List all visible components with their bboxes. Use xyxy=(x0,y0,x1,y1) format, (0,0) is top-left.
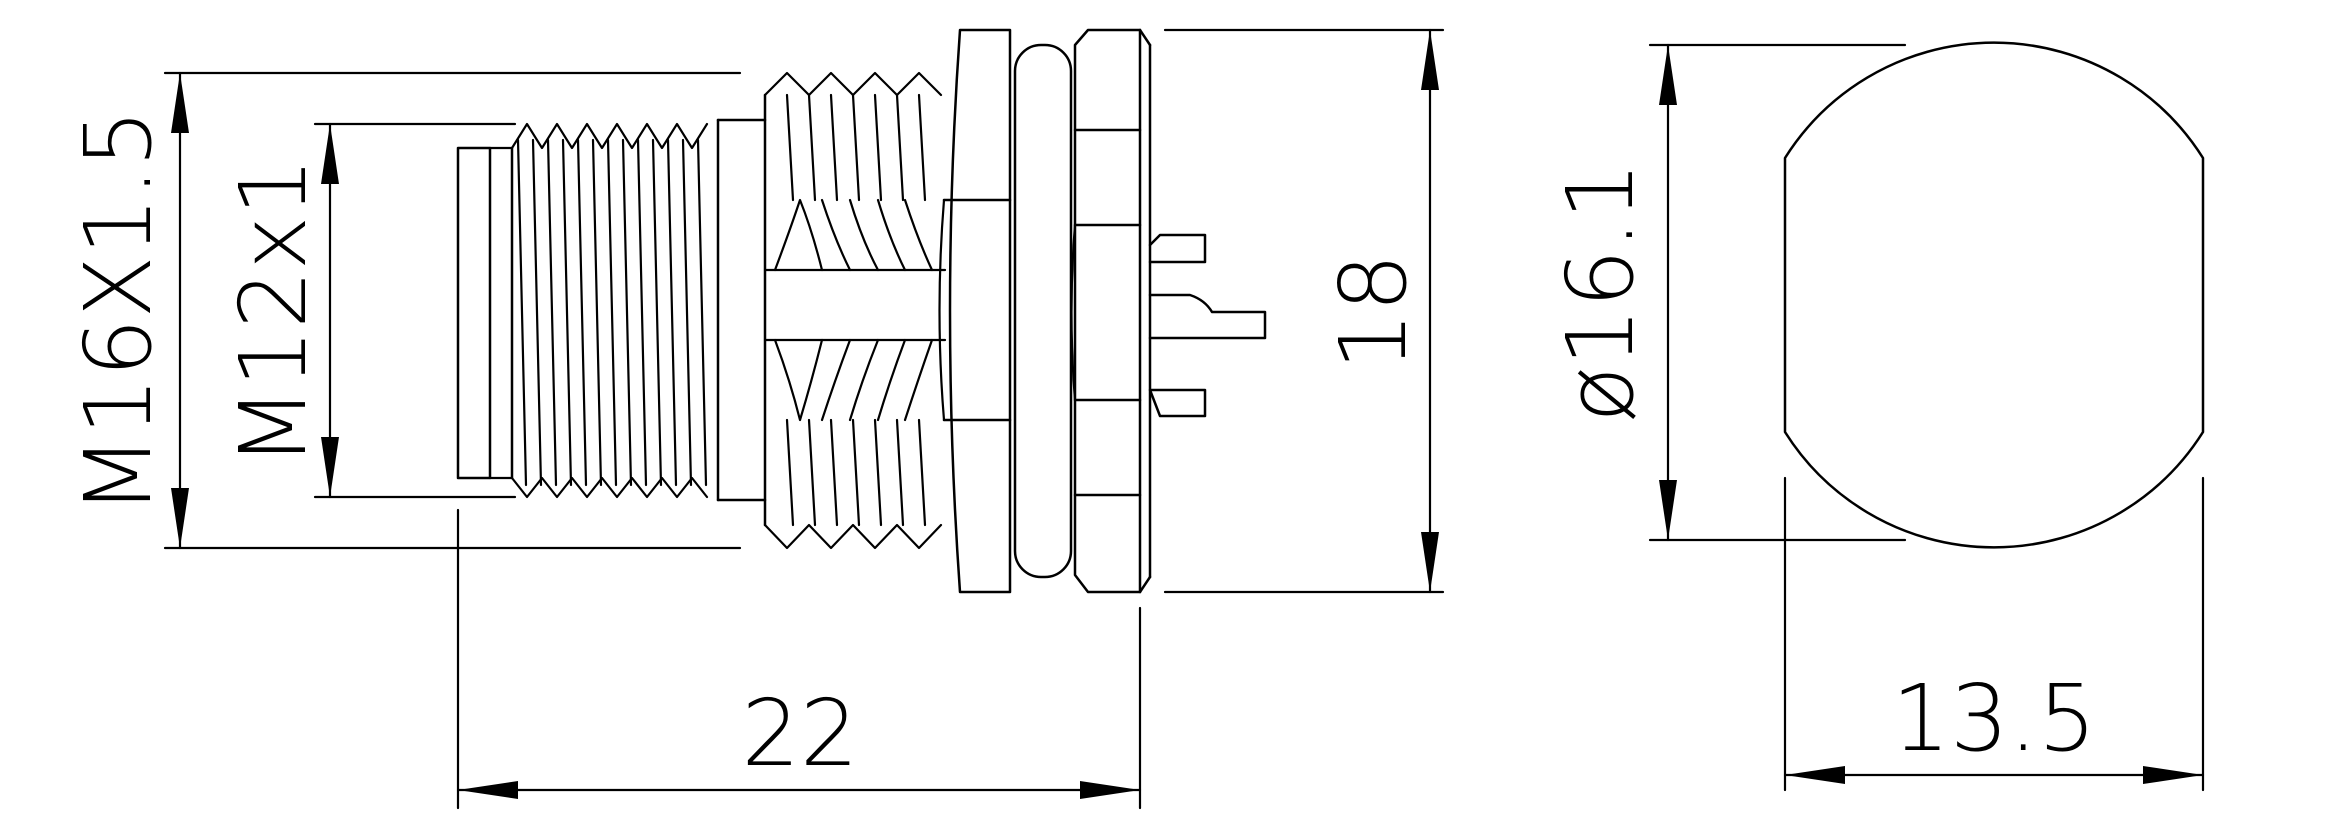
outer-thread-flank xyxy=(807,93,817,202)
outer-thread-body xyxy=(763,71,947,550)
outer-thread-flank xyxy=(829,93,839,202)
thread-flank-line xyxy=(696,138,708,487)
contact-pins xyxy=(1148,233,1267,418)
dimension-16-1: ø16.1 xyxy=(1547,43,1907,542)
outer-thread-flank xyxy=(829,418,839,527)
outer-thread-flank xyxy=(917,418,927,527)
label-13-5: 13.5 xyxy=(1892,665,2097,772)
outer-thread-flank xyxy=(873,418,883,527)
label-18: 18 xyxy=(1320,253,1427,370)
thread-flank-line xyxy=(666,138,678,487)
outer-thread-flank xyxy=(851,93,861,202)
panel-nut xyxy=(1070,28,1152,594)
thread-flank-line xyxy=(636,138,648,487)
thread-flank-line xyxy=(606,138,618,487)
label-22: 22 xyxy=(741,680,858,787)
outer-thread-flank xyxy=(895,418,905,527)
outer-thread-flank xyxy=(917,93,927,202)
thread-flank-line xyxy=(681,138,693,487)
thread-flank-line xyxy=(591,138,603,487)
label-m12: M12x1 xyxy=(220,157,327,466)
outer-thread-flank xyxy=(807,418,817,527)
end-view xyxy=(1783,41,2205,549)
inner-thread-body xyxy=(510,118,767,502)
side-view xyxy=(456,28,1267,594)
thread-flank-line xyxy=(516,138,528,487)
thread-flank-line xyxy=(576,138,588,487)
dimension-13-5: 13.5 xyxy=(1783,476,2205,792)
thread-flank-line xyxy=(546,138,558,487)
dimension-22: 22 xyxy=(456,508,1142,810)
label-16-1: ø16.1 xyxy=(1547,161,1654,422)
dimension-m16: M16X1.5 xyxy=(65,71,742,550)
front-cap xyxy=(456,146,514,480)
dimension-18: 18 xyxy=(1163,28,1445,594)
thread-flank-line xyxy=(651,138,663,487)
label-m16: M16X1.5 xyxy=(65,109,172,515)
outer-thread-flank xyxy=(873,93,883,202)
outer-thread-flank xyxy=(851,418,861,527)
thread-flank-line xyxy=(561,138,573,487)
thread-flank-line xyxy=(531,138,543,487)
outer-thread-flank xyxy=(785,418,795,527)
outer-thread-flank xyxy=(785,93,795,202)
dimension-m12: M12x1 xyxy=(220,122,517,499)
thread-flank-line xyxy=(621,138,633,487)
o-ring xyxy=(1013,43,1073,579)
outer-thread-flank xyxy=(895,93,905,202)
hex-nut xyxy=(938,28,1012,594)
